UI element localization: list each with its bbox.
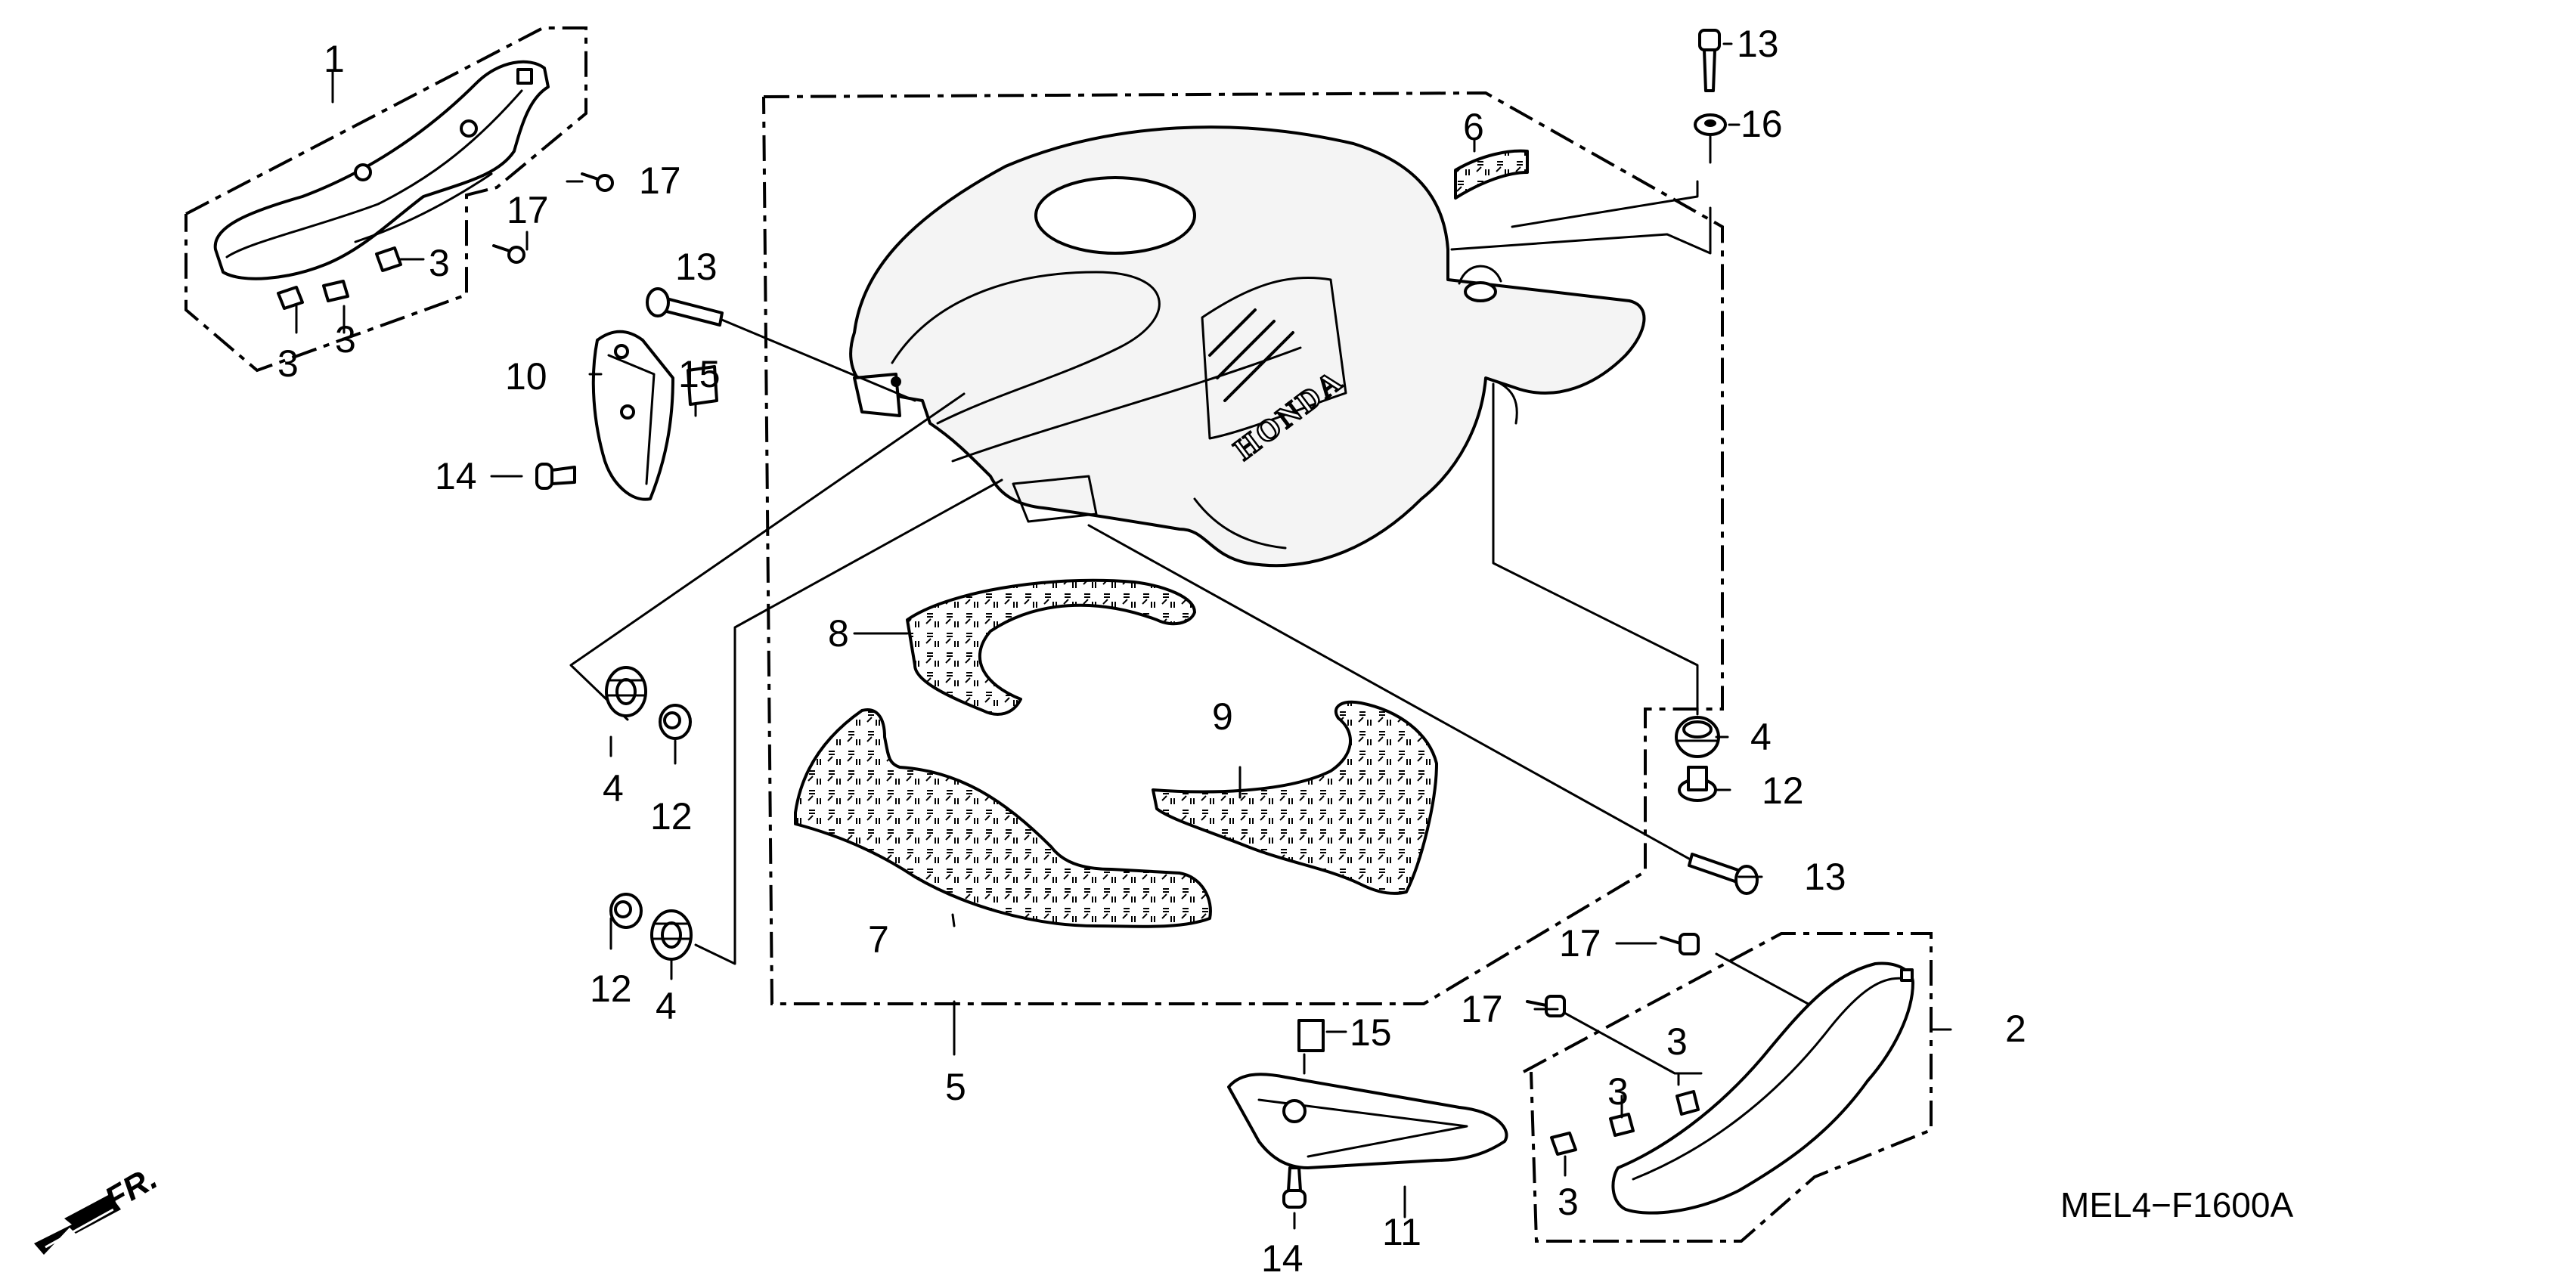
callout-15b: 15 bbox=[1350, 1011, 1392, 1054]
callout-7: 7 bbox=[868, 918, 889, 961]
group-5-outline bbox=[762, 91, 1724, 1005]
pad-8 bbox=[906, 578, 1196, 716]
callout-5: 5 bbox=[945, 1066, 966, 1108]
callout-17a: 17 bbox=[639, 159, 681, 202]
callout-8: 8 bbox=[828, 612, 849, 655]
callout-3e: 3 bbox=[1607, 1070, 1629, 1113]
fuel-tank-cover: HONDA bbox=[849, 125, 1646, 568]
callout-13b: 13 bbox=[675, 246, 718, 288]
callout-17d: 17 bbox=[1461, 988, 1503, 1030]
group-1-outline bbox=[184, 26, 587, 373]
callout-3b: 3 bbox=[335, 318, 356, 361]
callout-12b: 12 bbox=[590, 968, 632, 1010]
clips-15 bbox=[687, 365, 1325, 1052]
front-direction-arrow: FR. bbox=[34, 1160, 163, 1255]
pad-9 bbox=[1152, 700, 1438, 895]
bolt-right bbox=[1688, 853, 1759, 895]
callout-4b: 4 bbox=[656, 985, 677, 1027]
callouts: 1 2 3 3 3 3 3 3 4 4 4 5 6 7 8 9 10 11 12… bbox=[277, 23, 2026, 1280]
inner-cover-10 bbox=[591, 330, 674, 501]
callout-11: 11 bbox=[1382, 1211, 1421, 1253]
washer-16 bbox=[1694, 113, 1727, 136]
callout-2: 2 bbox=[2005, 1008, 2026, 1050]
callout-3d: 3 bbox=[1666, 1020, 1688, 1063]
callout-17b: 17 bbox=[507, 189, 549, 231]
part-2-right-cowl bbox=[1611, 961, 1914, 1215]
callout-15a: 15 bbox=[678, 353, 721, 395]
callout-1: 1 bbox=[324, 38, 345, 80]
callout-13c: 13 bbox=[1804, 856, 1846, 898]
tapping-screws bbox=[492, 172, 1700, 1017]
callout-3a: 3 bbox=[277, 342, 299, 385]
bolt-left bbox=[646, 287, 724, 327]
clip-nuts-left bbox=[277, 246, 402, 310]
part-1-left-cowl bbox=[213, 60, 550, 280]
callout-9: 9 bbox=[1212, 695, 1233, 738]
callout-4c: 4 bbox=[1750, 716, 1772, 758]
bolt-top bbox=[1698, 29, 1721, 92]
bolts-13 bbox=[646, 29, 1759, 895]
group-2-outline bbox=[1523, 932, 1933, 1243]
pad-7 bbox=[794, 708, 1212, 928]
callout-14a: 14 bbox=[435, 455, 477, 497]
fuel-cap-opening bbox=[1034, 176, 1196, 255]
callout-6: 6 bbox=[1463, 106, 1484, 148]
inner-cover-11 bbox=[1227, 1073, 1508, 1169]
callout-13a: 13 bbox=[1737, 23, 1779, 65]
clip-nuts-right bbox=[1550, 1090, 1700, 1156]
callout-3f: 3 bbox=[1558, 1181, 1579, 1223]
callout-4a: 4 bbox=[603, 767, 624, 810]
rubber-cushion-6 bbox=[1454, 149, 1529, 200]
callout-14b: 14 bbox=[1261, 1237, 1303, 1280]
callout-12c: 12 bbox=[1762, 769, 1804, 812]
callout-10: 10 bbox=[505, 355, 547, 398]
callout-12a: 12 bbox=[650, 795, 693, 838]
callout-3c: 3 bbox=[429, 242, 450, 284]
screws-14 bbox=[535, 463, 1307, 1209]
callout-17c: 17 bbox=[1559, 922, 1601, 965]
callout-16: 16 bbox=[1741, 103, 1783, 145]
diagram-code: MEL4−F1600A bbox=[2060, 1185, 2293, 1225]
